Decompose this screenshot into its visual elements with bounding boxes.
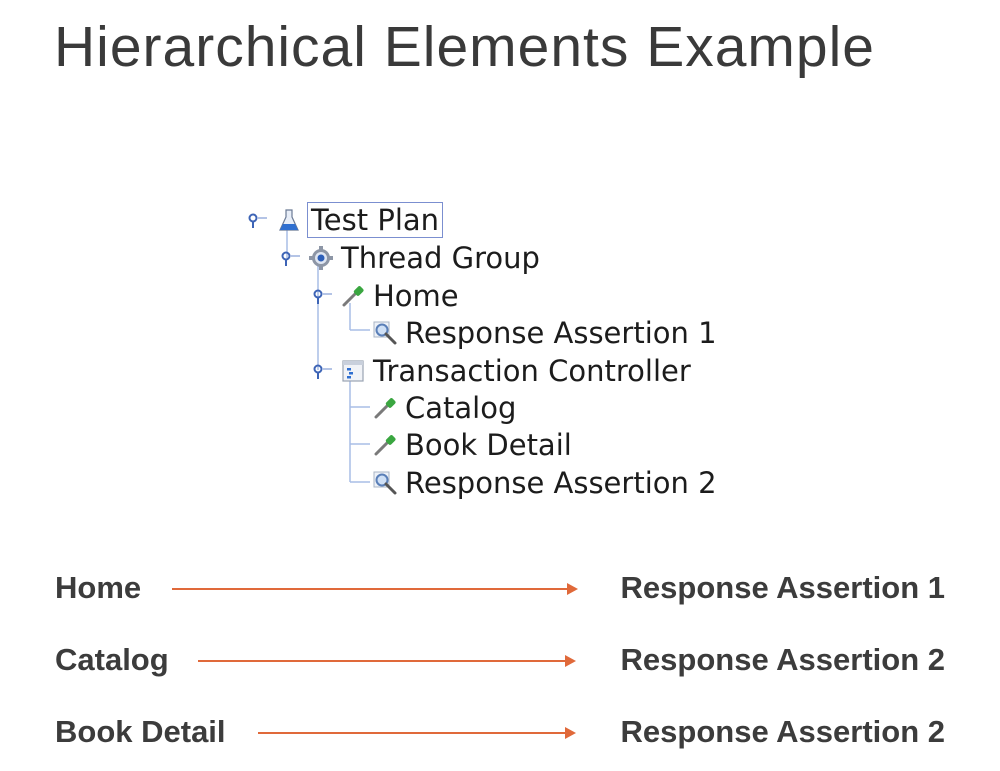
tree-node-label: Transaction Controller	[373, 354, 691, 388]
expand-toggle-icon[interactable]	[312, 363, 334, 381]
tree-node-label: Test Plan	[307, 202, 444, 238]
right-arrow-icon	[172, 583, 578, 595]
tree-node-catalog[interactable]: Catalog	[372, 390, 518, 426]
tree-node-test-plan[interactable]: Test Plan	[276, 202, 444, 238]
tree-node-thread-group[interactable]: Thread Group	[308, 240, 542, 276]
mapping-source: Catalog	[55, 642, 169, 677]
gear-icon	[308, 245, 334, 271]
tree-node-label: Home	[373, 279, 459, 313]
mapping-target: Response Assertion 2	[620, 714, 945, 749]
magnifier-icon	[372, 320, 398, 346]
mapping-source: Home	[55, 570, 142, 605]
expand-toggle-icon[interactable]	[247, 212, 269, 230]
test-plan-tree: Test Plan Thread Group Home Response Ass…	[247, 202, 719, 501]
mapping-target: Response Assertion 2	[620, 642, 945, 677]
tree-node-label: Catalog	[405, 391, 517, 425]
mapping-source: Book Detail	[55, 714, 226, 749]
expand-toggle-icon[interactable]	[312, 288, 334, 306]
magnifier-icon	[372, 470, 398, 496]
pipette-icon	[372, 432, 398, 458]
slide-title: Hierarchical Elements Example	[54, 15, 875, 79]
mapping-row: Home Response Assertion 1	[0, 570, 1000, 610]
right-arrow-icon	[198, 655, 576, 667]
pipette-icon	[372, 395, 398, 421]
controller-icon	[340, 358, 366, 384]
tree-node-label: Thread Group	[341, 241, 540, 275]
mapping-row: Catalog Response Assertion 2	[0, 642, 1000, 682]
tree-node-response-assertion-1[interactable]: Response Assertion 1	[372, 315, 719, 351]
right-arrow-icon	[258, 727, 576, 739]
expand-toggle-icon[interactable]	[280, 250, 302, 268]
mapping-target: Response Assertion 1	[620, 570, 945, 605]
tree-node-label: Book Detail	[405, 428, 572, 462]
tree-node-home[interactable]: Home	[340, 278, 461, 314]
tree-connector-lines	[286, 228, 370, 483]
mapping-row: Book Detail Response Assertion 2	[0, 714, 1000, 754]
flask-icon	[276, 207, 302, 233]
tree-node-response-assertion-2[interactable]: Response Assertion 2	[372, 465, 719, 501]
tree-node-label: Response Assertion 2	[405, 466, 717, 500]
tree-node-book-detail[interactable]: Book Detail	[372, 427, 574, 463]
tree-node-label: Response Assertion 1	[405, 316, 717, 350]
tree-node-transaction-controller[interactable]: Transaction Controller	[340, 353, 693, 389]
pipette-icon	[340, 283, 366, 309]
